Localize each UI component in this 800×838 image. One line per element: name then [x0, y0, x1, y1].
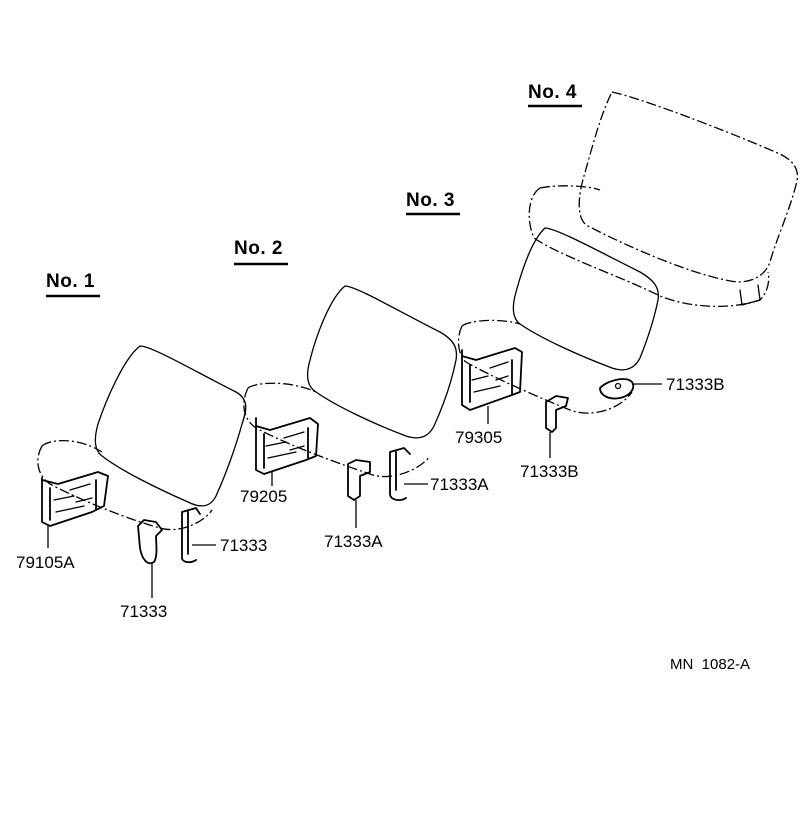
seat-no2-hinge-part-label: 71333A — [430, 475, 489, 494]
seat-no1-bracket-part-label: 71333 — [120, 602, 167, 621]
seat-no1-hinge-part-label: 71333 — [220, 536, 267, 555]
seat-no1-illustration — [37, 345, 247, 565]
seat-no3-title: No. 3 — [406, 190, 455, 211]
seat-no3-hinge-part-label: 71333B — [666, 375, 725, 394]
seat-no4-title: No. 4 — [528, 82, 577, 103]
seat-no1-frame-part-label: 79105A — [16, 553, 75, 572]
seat-no2-title: No. 2 — [234, 238, 283, 259]
seat-no2-illustration — [243, 285, 458, 501]
seat-no2-frame-part-label: 79205 — [240, 487, 287, 506]
leader-lines — [47, 383, 662, 598]
seat-no4-illustration — [528, 91, 799, 308]
seat-no1-title: No. 1 — [46, 271, 95, 292]
seat-no3-bracket-part-label: 71333B — [520, 462, 579, 481]
seat-no3-illustration — [457, 227, 660, 433]
seat-no3-frame-part-label: 79305 — [455, 428, 502, 447]
diagram-reference-code: MN 1082-A — [670, 656, 750, 673]
seat-no2-bracket-part-label: 71333A — [324, 532, 383, 551]
